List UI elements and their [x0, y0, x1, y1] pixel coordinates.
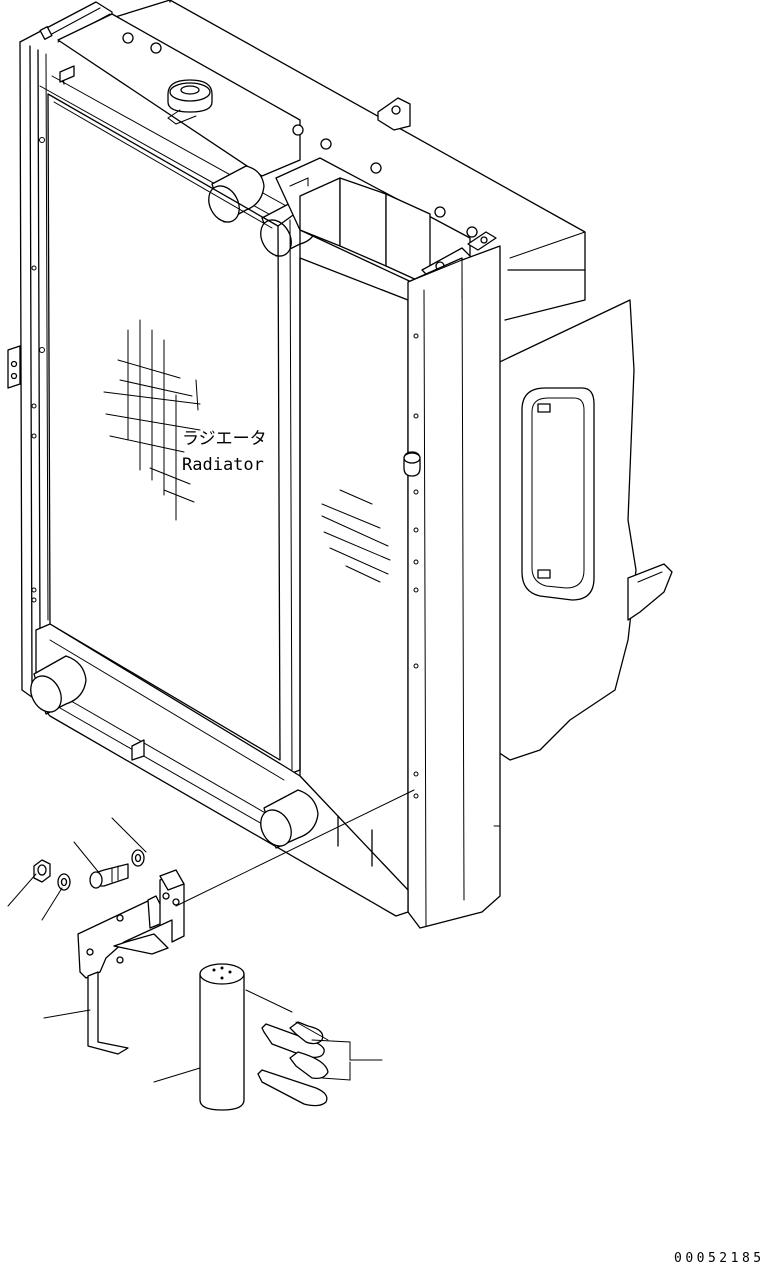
receiver-drier	[199, 963, 245, 1111]
drawing-number: 00052185	[674, 1251, 765, 1266]
washer-upper	[131, 849, 145, 867]
lower-hose-outlet-right	[260, 789, 319, 849]
rear-shroud	[111, 0, 586, 321]
leader-lines	[7, 789, 415, 1083]
radiator-label-jp: ラジエータ	[182, 429, 267, 449]
radiator-frame: ラジエータ Radiator	[7, 1, 501, 929]
lower-hose-outlet-left	[30, 655, 87, 715]
right-mounting-plate	[465, 299, 673, 761]
bolt	[89, 863, 129, 889]
radiator-cap	[167, 79, 213, 125]
drier-bracket	[77, 869, 185, 1055]
u-bolt-upper	[261, 1021, 329, 1058]
u-bolt-lower	[257, 1051, 329, 1107]
washer-lower	[57, 873, 71, 891]
nut	[33, 859, 51, 883]
upper-hose-outlet-left	[208, 165, 265, 223]
radiator-label-en: Radiator	[182, 455, 264, 475]
core-hatch-right	[321, 489, 391, 583]
core-hatch-left	[103, 319, 201, 521]
